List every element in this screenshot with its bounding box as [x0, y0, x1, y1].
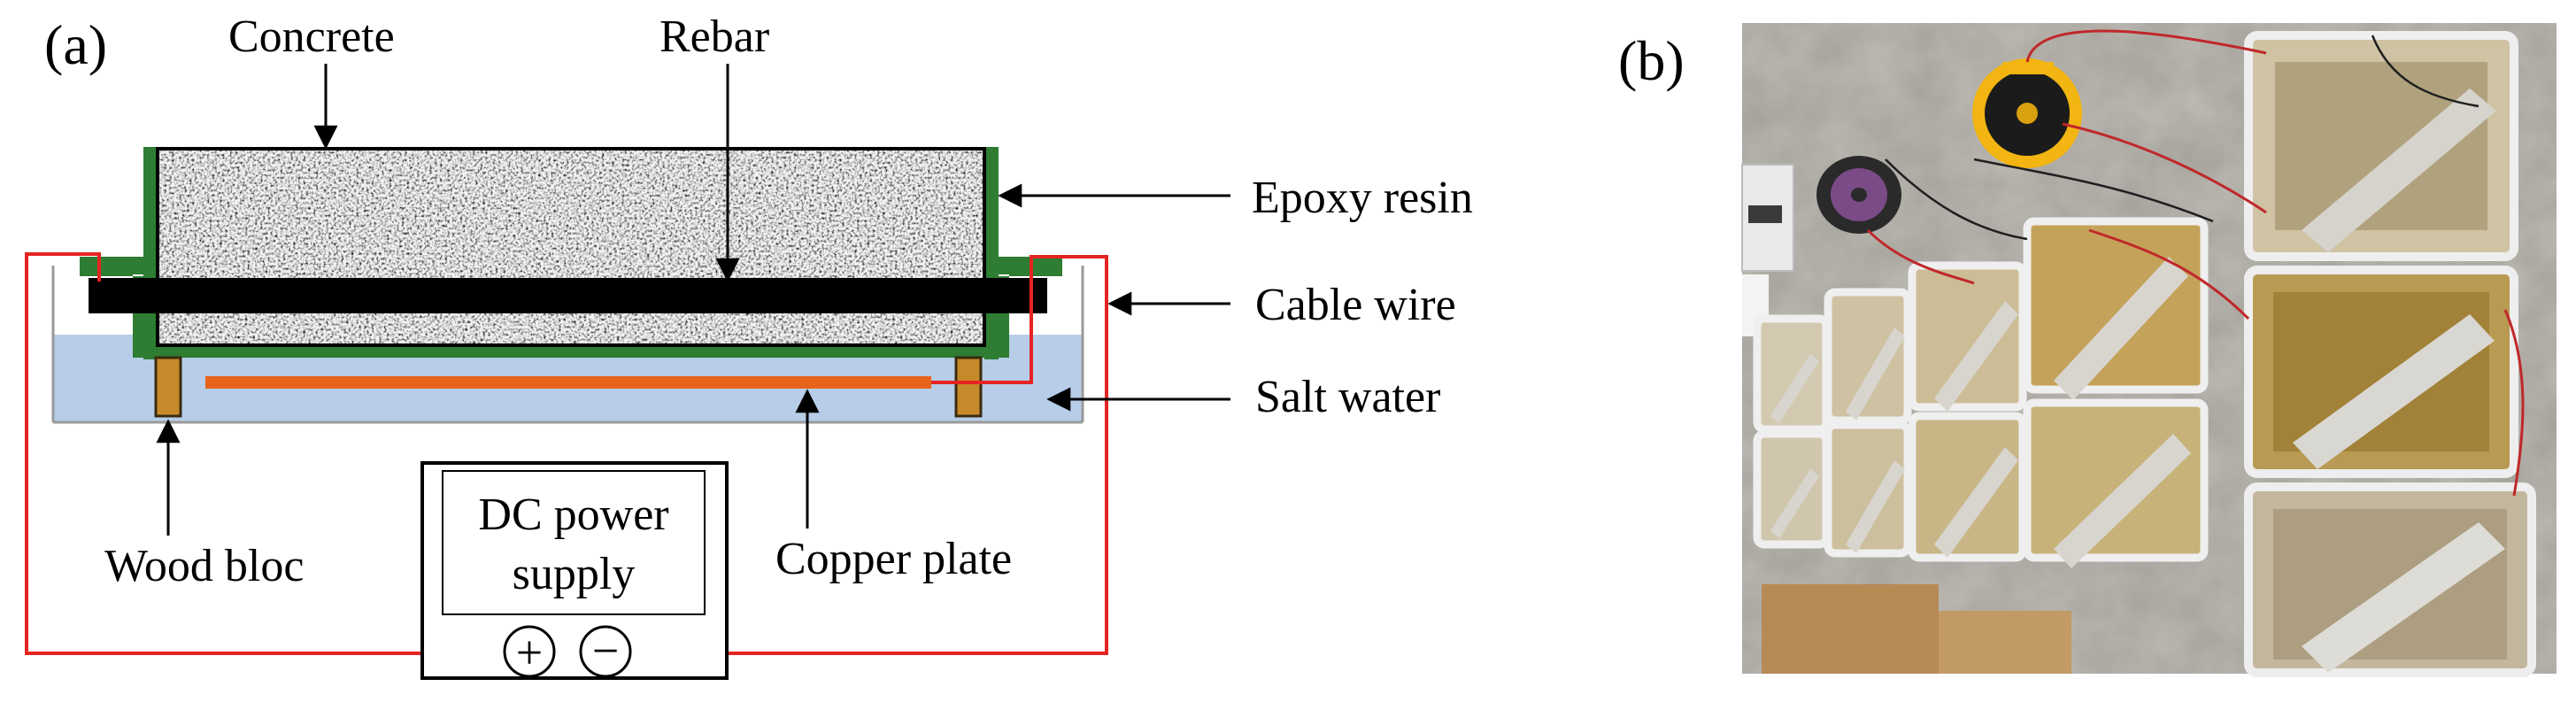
panel-b-tag: (b) — [1618, 29, 1685, 92]
dc-power-label-1: DC power — [478, 490, 668, 540]
concrete-block — [158, 149, 984, 345]
copper-plate — [205, 376, 931, 389]
wood-bloc-left — [154, 356, 182, 418]
label-rebar: Rebar — [659, 12, 769, 62]
photo-wires — [1866, 29, 2525, 497]
cable-wire-right — [633, 255, 1108, 655]
panel-b: (b) — [1618, 23, 2557, 677]
epoxy-right-cap — [984, 258, 1060, 274]
label-epoxy-resin: Epoxy resin — [1252, 173, 1473, 223]
epoxy-bottom — [143, 345, 999, 358]
positive-terminal — [503, 625, 556, 678]
experiment-photo — [1741, 23, 2557, 677]
photo-cardboard — [1762, 584, 1939, 674]
label-cable-wire: Cable wire — [1255, 280, 1456, 330]
cable-wire-left — [25, 252, 503, 655]
epoxy-right-side — [984, 147, 999, 359]
panel-a: (a) DC power supply + − — [25, 12, 1473, 680]
label-wood-bloc: Wood bloc — [104, 541, 304, 591]
concrete-outline — [156, 147, 986, 347]
label-copper-plate: Copper plate — [775, 534, 1012, 584]
epoxy-left-cap — [84, 258, 158, 274]
rebar — [89, 278, 1047, 313]
wood-bloc-right — [954, 356, 983, 418]
epoxy-left-side — [143, 147, 158, 359]
cable-reel-purple — [1816, 156, 1901, 234]
label-salt-water: Salt water — [1255, 372, 1440, 422]
label-concrete: Concrete — [228, 12, 395, 62]
negative-terminal-symbol: − — [592, 624, 619, 677]
negative-terminal — [579, 625, 632, 678]
dc-power-display — [442, 470, 706, 615]
positive-terminal-symbol: + — [516, 626, 543, 679]
panel-a-tag: (a) — [44, 13, 107, 76]
photo-containers — [1753, 31, 2536, 677]
cable-reel-yellow — [1972, 58, 2082, 168]
dc-power-label-2: supply — [513, 549, 636, 599]
